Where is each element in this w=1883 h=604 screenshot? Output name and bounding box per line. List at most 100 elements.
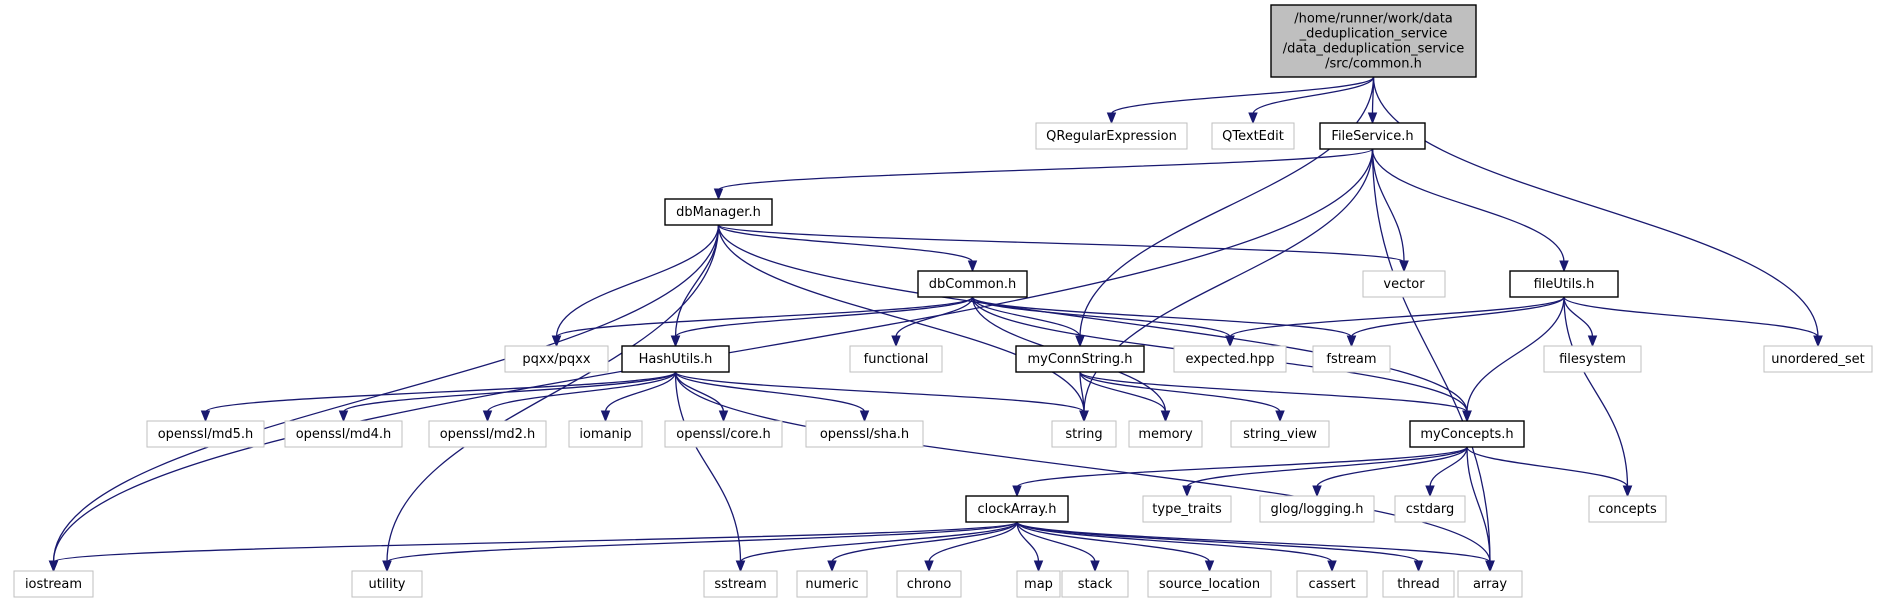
node-box-fileservice — [1319, 122, 1426, 150]
edge-myconcepts-to-cstdarg — [1429, 446, 1468, 488]
node-label-root: /src/common.h — [1325, 57, 1422, 72]
arrowhead-hashutils-to-iomanip — [600, 410, 611, 423]
node-label-qregex: QRegularExpression — [1046, 129, 1177, 144]
node-box-expected — [1173, 345, 1287, 373]
edge-dbcommon-to-hashutils — [674, 296, 974, 338]
node-label-dbcommon: dbCommon.h — [929, 277, 1016, 292]
node-label-md4: openssl/md4.h — [296, 427, 392, 442]
edge-fileutils-to-unordered_set — [1563, 296, 1819, 338]
arrowhead-myconcepts-to-glog — [1312, 485, 1322, 498]
arrowhead-clockarray-to-iostream — [48, 560, 59, 573]
node-label-array: array — [1473, 577, 1507, 592]
node-box-qregex — [1035, 122, 1188, 150]
node-label-fileutils: fileUtils.h — [1534, 277, 1595, 292]
node-sstream: sstream — [703, 570, 778, 598]
node-label-filesystem: filesystem — [1559, 352, 1626, 367]
edge-fileservice-to-dbmanager — [717, 148, 1374, 191]
node-hashutils[interactable]: HashUtils.h — [621, 345, 730, 373]
node-label-fileservice: FileService.h — [1331, 129, 1413, 144]
edge-clockarray-to-cassert — [1016, 521, 1333, 563]
node-fileutils[interactable]: fileUtils.h — [1509, 270, 1619, 298]
node-box-unordered_set — [1763, 345, 1873, 373]
node-box-core — [664, 420, 783, 448]
node-box-glog — [1259, 495, 1375, 523]
edge-hashutils-to-array — [674, 371, 1491, 563]
edge-fileutils-to-concepts — [1563, 296, 1629, 488]
node-label-pqxx: pqxx/pqxx — [522, 352, 590, 367]
arrowhead-clockarray-to-array — [1485, 560, 1495, 573]
arrowhead-root-to-fileservice — [1367, 112, 1378, 125]
node-string: string — [1051, 420, 1117, 448]
edge-root-to-myconnstring — [1079, 76, 1375, 338]
node-box-string — [1051, 420, 1117, 448]
arrowhead-dbmanager-to-vector — [1399, 260, 1409, 273]
edge-clockarray-to-sstream — [739, 521, 1018, 563]
edge-myconcepts-to-clockarray — [1016, 446, 1468, 488]
arrowhead-clockarray-to-map — [1033, 560, 1044, 573]
arrowhead-hashutils-to-core — [718, 410, 729, 423]
node-label-qtextedit: QTextEdit — [1222, 129, 1284, 144]
node-myconcepts[interactable]: myConcepts.h — [1409, 420, 1525, 448]
node-label-thread: thread — [1397, 577, 1440, 592]
node-fstream: fstream — [1312, 345, 1391, 373]
node-label-glog: glog/logging.h — [1271, 502, 1364, 517]
node-box-myconcepts — [1409, 420, 1525, 448]
node-box-stack — [1061, 570, 1129, 598]
node-box-type_traits — [1142, 495, 1232, 523]
node-box-vector — [1362, 270, 1446, 298]
edge-hashutils-to-md5 — [204, 371, 677, 413]
node-box-numeric — [796, 570, 868, 598]
node-label-map: map — [1024, 577, 1053, 592]
node-fileservice[interactable]: FileService.h — [1319, 122, 1426, 150]
node-myconnstring[interactable]: myConnString.h — [1015, 345, 1145, 373]
arrowhead-dbcommon-to-pqxx — [551, 335, 562, 348]
node-root[interactable]: /home/runner/work/data_deduplication_ser… — [1270, 4, 1477, 78]
node-source_location: source_location — [1147, 570, 1272, 598]
node-qregex: QRegularExpression — [1035, 122, 1188, 150]
arrowhead-myconcepts-to-type_traits — [1182, 485, 1192, 498]
edge-root-to-qregex — [1110, 76, 1375, 115]
edge-dbcommon-to-myconnstring — [971, 296, 1081, 338]
node-label-stack: stack — [1078, 577, 1113, 592]
node-label-string: string — [1065, 427, 1102, 442]
edge-hashutils-to-string — [674, 371, 1085, 413]
node-label-myconcepts: myConcepts.h — [1420, 427, 1513, 442]
node-label-cassert: cassert — [1308, 577, 1355, 592]
node-md5: openssl/md5.h — [146, 420, 265, 448]
node-array: array — [1457, 570, 1523, 598]
edge-myconnstring-to-myconcepts — [1079, 371, 1468, 413]
node-cstdarg: cstdarg — [1394, 495, 1466, 523]
node-cassert: cassert — [1296, 570, 1368, 598]
node-expected: expected.hpp — [1173, 345, 1287, 373]
node-iostream: iostream — [13, 570, 94, 598]
edge-clockarray-to-iostream — [52, 521, 1018, 563]
node-label-myconnstring: myConnString.h — [1027, 352, 1132, 367]
edge-clockarray-to-thread — [1016, 521, 1420, 563]
node-sha: openssl/sha.h — [805, 420, 924, 448]
arrowhead-hashutils-to-md4 — [338, 410, 349, 423]
node-label-concepts: concepts — [1598, 502, 1657, 517]
node-box-sha — [805, 420, 924, 448]
arrowhead-fileutils-to-fstream — [1346, 335, 1357, 348]
edge-clockarray-to-utility — [386, 521, 1018, 563]
node-label-hashutils: HashUtils.h — [639, 352, 713, 367]
node-label-string_view: string_view — [1243, 427, 1317, 442]
arrowhead-clockarray-to-source_location — [1204, 560, 1215, 573]
node-box-fstream — [1312, 345, 1391, 373]
node-core: openssl/core.h — [664, 420, 783, 448]
edge-fileservice-to-array — [1371, 148, 1491, 563]
node-box-pqxx — [504, 345, 609, 373]
arrowhead-fileservice-to-fileutils — [1559, 260, 1569, 273]
edge-myconnstring-to-string — [1079, 371, 1085, 413]
node-clockarray[interactable]: clockArray.h — [965, 495, 1069, 523]
edge-myconcepts-to-glog — [1316, 446, 1468, 488]
edge-fileutils-to-expected — [1229, 296, 1565, 338]
arrowhead-myconcepts-to-cstdarg — [1425, 485, 1435, 498]
node-label-dbmanager: dbManager.h — [676, 205, 761, 220]
node-dbcommon[interactable]: dbCommon.h — [917, 270, 1028, 298]
arrowhead-clockarray-to-chrono — [924, 560, 934, 573]
node-dbmanager[interactable]: dbManager.h — [664, 198, 773, 226]
node-box-sstream — [703, 570, 778, 598]
edge-myconcepts-to-concepts — [1466, 446, 1629, 488]
arrowhead-clockarray-to-stack — [1090, 560, 1100, 573]
